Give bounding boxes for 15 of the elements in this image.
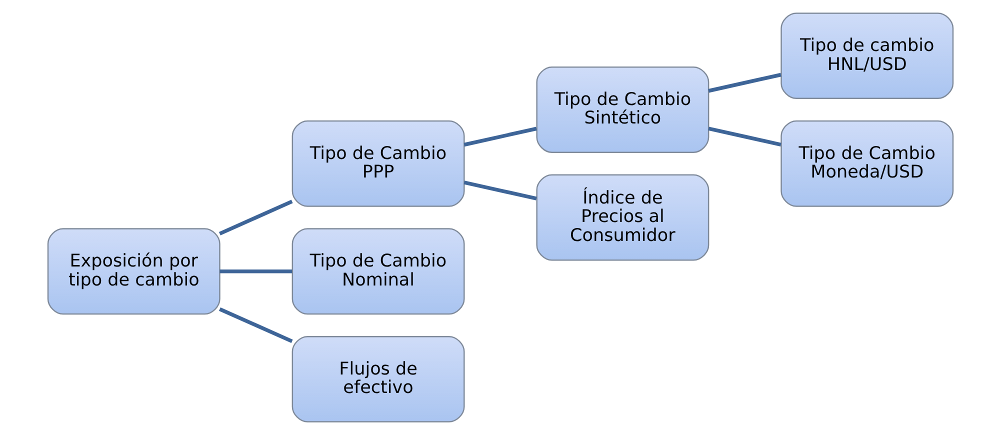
node-box: Exposición por tipo de cambio (46, 228, 220, 315)
node-box: Flujos de efectivo (291, 336, 464, 422)
node-box: Índice de Precios al Consumidor (536, 174, 709, 261)
node-box: Tipo de Cambio Moneda/USD (780, 120, 954, 207)
node-box: Tipo de cambio HNL/USD (780, 12, 954, 100)
node-box: Tipo de Cambio Nominal (291, 228, 464, 315)
connector (463, 126, 536, 147)
connector (219, 270, 292, 274)
connector (218, 200, 292, 236)
connector (708, 72, 781, 93)
connector (218, 307, 292, 344)
connector (708, 126, 781, 147)
connector (463, 180, 536, 200)
node-box: Tipo de Cambio Sintético (536, 66, 709, 153)
node-box: Tipo de Cambio PPP (291, 120, 464, 207)
